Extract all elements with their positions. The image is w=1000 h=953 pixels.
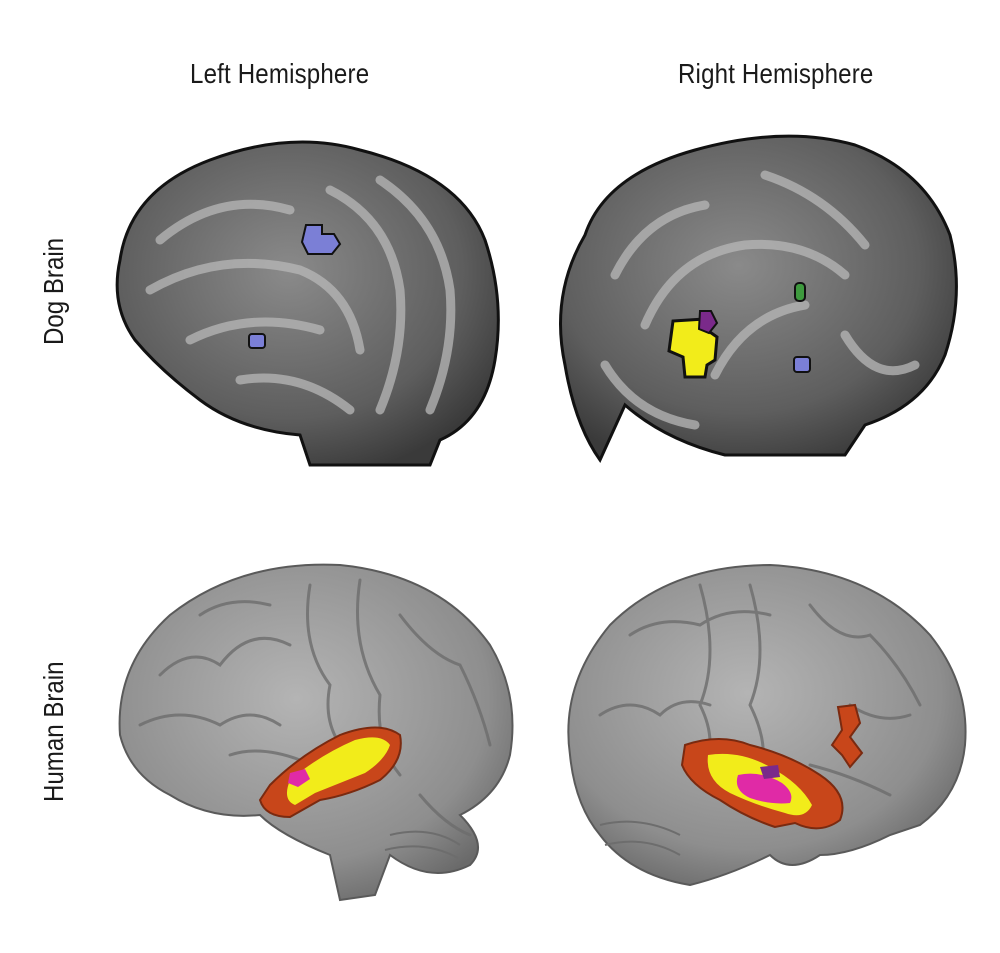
dog-brain-right-hemisphere: [559, 134, 958, 463]
human-right-orange-activation-frontal: [830, 703, 864, 769]
dog-right-blue-activation: [793, 356, 811, 373]
human-right-magenta-activation: [736, 773, 792, 804]
dog-cortex-shape: [559, 134, 958, 463]
human-brain-left-hemisphere: [118, 563, 514, 902]
human-right-purple-activation: [760, 765, 780, 779]
right-hemisphere-label: Right Hemisphere: [678, 58, 874, 89]
human-cortex-shape: [567, 563, 967, 887]
human-brain-right-hemisphere: [567, 563, 967, 887]
dog-left-blue-activation-lower: [248, 333, 266, 349]
dog-left-blue-activation-upper: [300, 224, 342, 255]
dog-gyri: [600, 170, 920, 430]
human-left-yellow-activation: [286, 737, 390, 805]
dog-gyri: [145, 175, 456, 415]
dog-brain-label: Dog Brain: [38, 237, 69, 345]
human-brain-label: Human Brain: [38, 661, 69, 802]
dog-brain-left-hemisphere: [115, 140, 500, 467]
dog-right-purple-activation: [697, 310, 719, 335]
dog-right-green-activation: [794, 282, 806, 302]
cerebellum: [599, 820, 681, 856]
human-cortex-shape: [118, 563, 514, 902]
left-hemisphere-label: Left Hemisphere: [190, 58, 370, 89]
dog-cortex-shape: [115, 140, 500, 467]
cerebellum: [384, 830, 461, 859]
human-left-magenta-activation: [288, 769, 310, 787]
